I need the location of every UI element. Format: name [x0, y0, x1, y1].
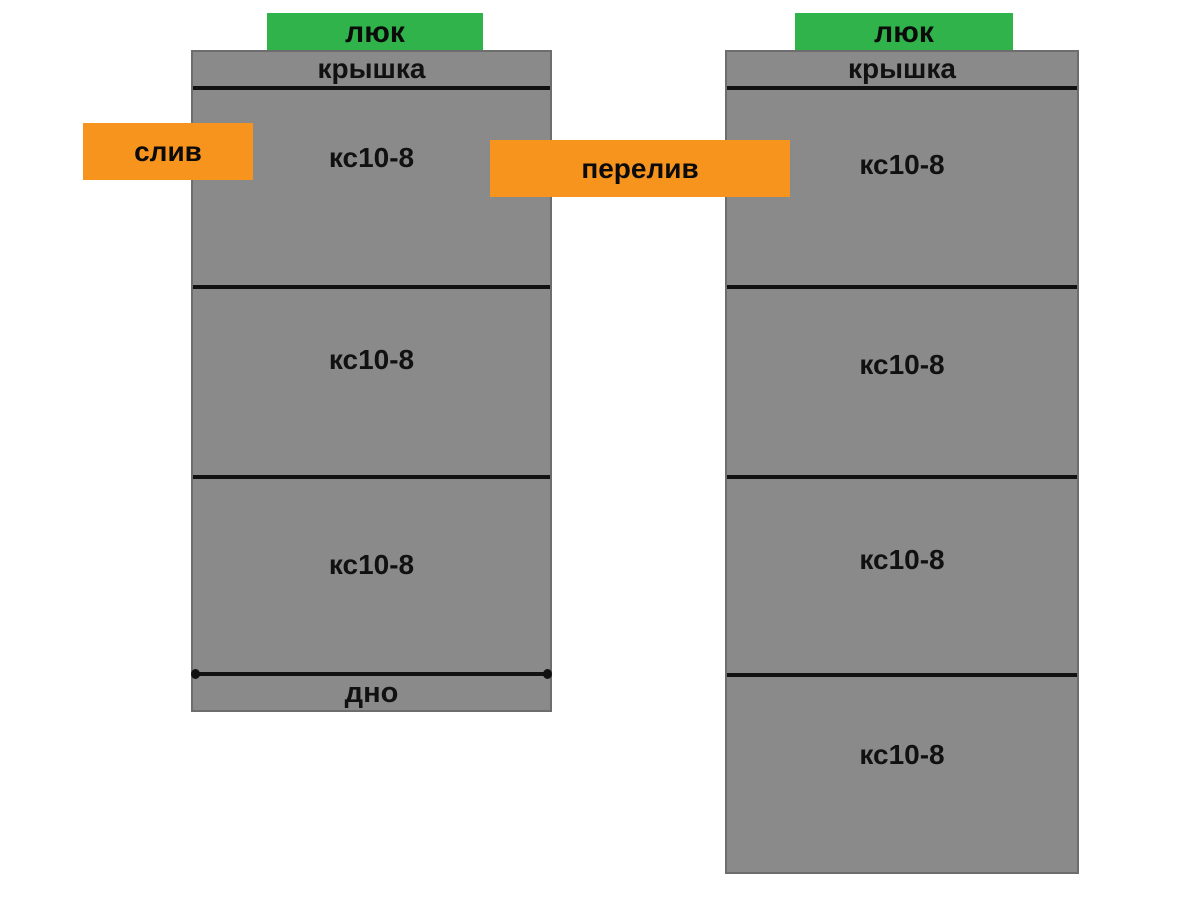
- joint-line: [193, 285, 550, 289]
- overflow-tag: перелив: [490, 140, 790, 197]
- joint-line: [727, 285, 1077, 289]
- ring-label: кс10-8: [859, 544, 945, 575]
- ring-label: кс10-8: [859, 739, 945, 770]
- drain-tag: слив: [83, 123, 253, 180]
- hatch-label-left: люк: [267, 13, 483, 53]
- hatch-label-right: люк: [795, 13, 1013, 53]
- cover-label: крышка: [848, 53, 956, 84]
- joint-line: [727, 86, 1077, 90]
- ring-label: кс10-8: [328, 142, 415, 173]
- cover-label: крышка: [317, 53, 426, 84]
- ring-label: кс10-8: [859, 349, 945, 380]
- ring-label: кс10-8: [859, 149, 945, 180]
- joint-line: [193, 475, 550, 479]
- bottom-joint-line: [191, 669, 552, 679]
- joint-line: [727, 673, 1077, 677]
- joint-line: [727, 475, 1077, 479]
- bottom-label: дно: [344, 676, 399, 709]
- ring-label: кс10-8: [328, 549, 415, 580]
- ring-label: кс10-8: [328, 344, 415, 375]
- joint-line: [193, 86, 550, 90]
